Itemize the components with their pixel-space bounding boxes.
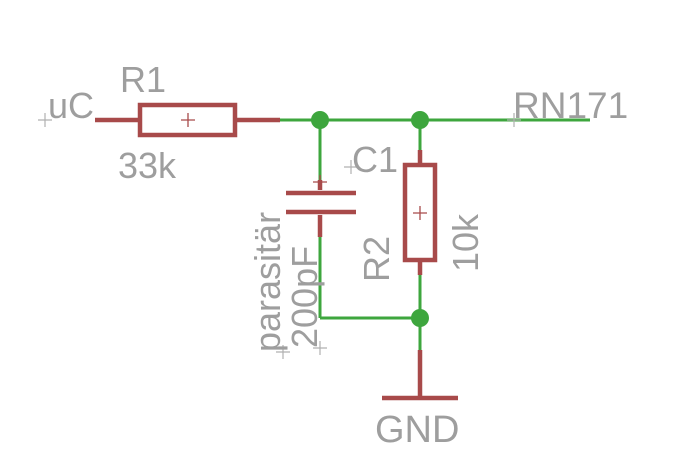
r1-origin-cross	[181, 113, 195, 127]
c1-note-label: parasitär	[247, 212, 288, 352]
r1-name-label: R1	[120, 59, 166, 100]
c1-origin-cross	[313, 175, 327, 189]
label-origin-crosses	[38, 113, 521, 359]
capacitor-c1[interactable]	[286, 175, 356, 237]
c1-value-label: 200pF	[284, 246, 325, 348]
junction-r2-top	[411, 111, 429, 129]
uc-origin-cross	[38, 113, 52, 127]
c1-value-origin-cross	[313, 341, 327, 355]
junctions	[311, 111, 429, 327]
net-label-rn171: RN171	[513, 85, 628, 126]
r2-origin-cross	[413, 206, 427, 220]
resistor-r1[interactable]	[95, 102, 280, 138]
rn171-origin-cross	[507, 113, 521, 127]
c1-name-label: C1	[352, 139, 398, 180]
junction-bottom	[411, 309, 429, 327]
junction-c1-top	[311, 111, 329, 129]
net-label-uc: uC	[48, 85, 94, 126]
r2-name-label: R2	[356, 236, 397, 282]
ground-symbol[interactable]	[382, 350, 458, 401]
c1-note-origin-cross	[276, 345, 290, 359]
labels: uC RN171 GND R1 33k C1 parasitär 200pF R…	[48, 59, 628, 451]
resistor-r2[interactable]	[402, 150, 438, 275]
r2-value-label: 10k	[445, 213, 486, 272]
net-label-gnd: GND	[375, 409, 459, 451]
r1-value-label: 33k	[118, 145, 177, 186]
c1-name-origin-cross	[344, 160, 358, 174]
